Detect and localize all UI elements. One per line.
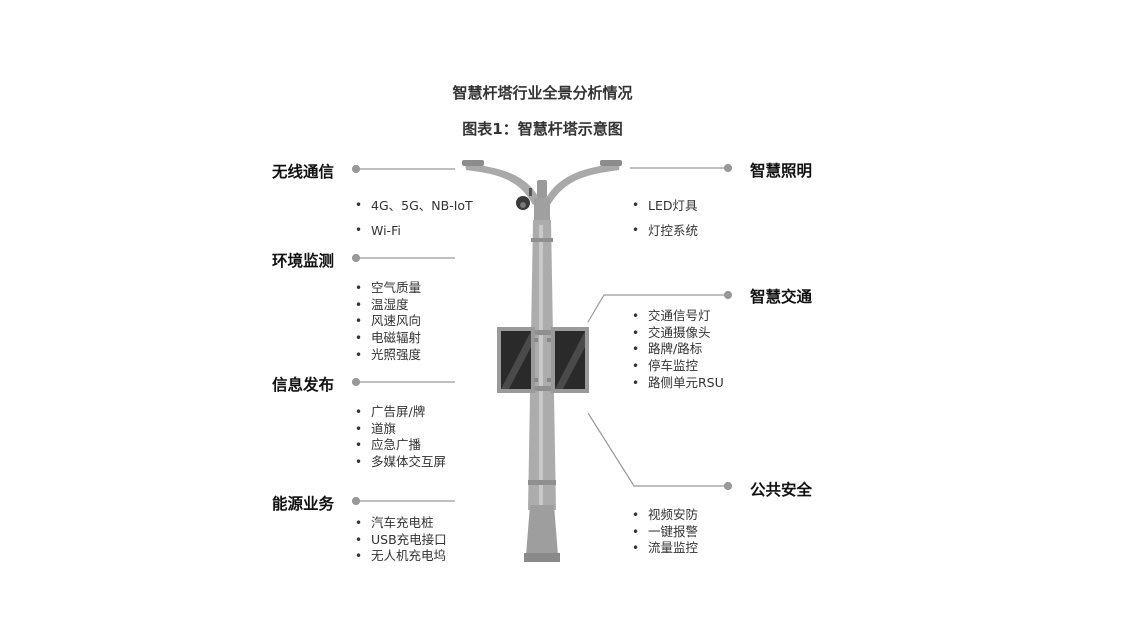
- right-lamp-arm: [545, 163, 620, 205]
- list-lighting: LED灯具 灯控系统: [632, 193, 698, 243]
- camera-icon: [516, 188, 532, 210]
- screen-right: [547, 327, 589, 393]
- list-wireless: 4G、5G、NB-IoT Wi-Fi: [355, 193, 473, 243]
- section-title-lighting: 智慧照明: [750, 162, 813, 180]
- list-item: 广告屏/牌: [355, 404, 446, 421]
- list-item: 温湿度: [355, 297, 421, 314]
- section-title-info: 信息发布: [272, 376, 335, 394]
- connector-lines: [351, 163, 733, 506]
- diagram-title: 智慧杆塔行业全景分析情况: [452, 84, 633, 102]
- list-energy: 汽车充电桩 USB充电接口 无人机充电坞: [355, 515, 447, 565]
- list-item: 一键报警: [632, 524, 698, 541]
- pole-ring-3: [529, 386, 555, 391]
- list-item: 灯控系统: [632, 218, 698, 243]
- pole-body: [524, 198, 560, 562]
- list-item: 4G、5G、NB-IoT: [355, 193, 473, 218]
- section-title-wireless: 无线通信: [272, 163, 335, 181]
- screen-left: [497, 327, 538, 393]
- list-item: 路侧单元RSU: [632, 375, 724, 392]
- connector-dot-safety: [723, 481, 733, 491]
- pole-footing: [524, 553, 560, 562]
- left-lamp-head: [462, 160, 484, 166]
- pole-top-antenna: [537, 180, 547, 198]
- list-item: 空气质量: [355, 280, 421, 297]
- connector-dot-environment: [351, 253, 361, 263]
- list-item: 风速风向: [355, 313, 421, 330]
- list-item: Wi-Fi: [355, 218, 473, 243]
- section-title-traffic: 智慧交通: [750, 288, 813, 306]
- section-title-environment: 环境监测: [272, 252, 335, 270]
- list-safety: 视频安防 一键报警 流量监控: [632, 507, 698, 557]
- list-item: 道旗: [355, 421, 446, 438]
- left-lamp-arm: [465, 163, 540, 205]
- lamp-arms: [462, 160, 622, 205]
- pole-neck: [534, 198, 550, 220]
- list-item: 路牌/路标: [632, 341, 724, 358]
- list-traffic: 交通信号灯 交通摄像头 路牌/路标 停车监控 路侧单元RSU: [632, 308, 724, 392]
- list-item: 汽车充电桩: [355, 515, 447, 532]
- connector-safety: [587, 412, 728, 487]
- connector-dot-wireless: [351, 164, 361, 174]
- section-title-safety: 公共安全: [750, 481, 813, 499]
- list-item: USB充电接口: [355, 532, 447, 549]
- list-item: LED灯具: [632, 193, 698, 218]
- connector-dot-info: [351, 377, 361, 387]
- connector-dot-traffic: [723, 290, 733, 300]
- list-item: 应急广播: [355, 437, 446, 454]
- right-lamp-head: [600, 160, 622, 166]
- figure-caption: 图表1：智慧杆塔示意图: [462, 120, 623, 138]
- list-item: 电磁辐射: [355, 330, 421, 347]
- list-item: 无人机充电坞: [355, 548, 447, 565]
- list-item: 多媒体交互屏: [355, 454, 446, 471]
- list-item: 交通摄像头: [632, 325, 724, 342]
- connector-traffic: [587, 294, 728, 323]
- section-title-energy: 能源业务: [272, 495, 335, 513]
- connector-dot-energy: [351, 496, 361, 506]
- list-item: 视频安防: [632, 507, 698, 524]
- list-item: 流量监控: [632, 540, 698, 557]
- pole-ring-2: [530, 330, 554, 335]
- list-environment: 空气质量 温湿度 风速风向 电磁辐射 光照强度: [355, 280, 421, 364]
- pole-base: [526, 505, 558, 555]
- pole-ring-1: [531, 238, 553, 242]
- pole-ring-4: [528, 480, 556, 485]
- list-item: 光照强度: [355, 347, 421, 364]
- list-item: 停车监控: [632, 358, 724, 375]
- list-item: 交通信号灯: [632, 308, 724, 325]
- connector-dot-lighting: [723, 163, 733, 173]
- list-info: 广告屏/牌 道旗 应急广播 多媒体交互屏: [355, 404, 446, 471]
